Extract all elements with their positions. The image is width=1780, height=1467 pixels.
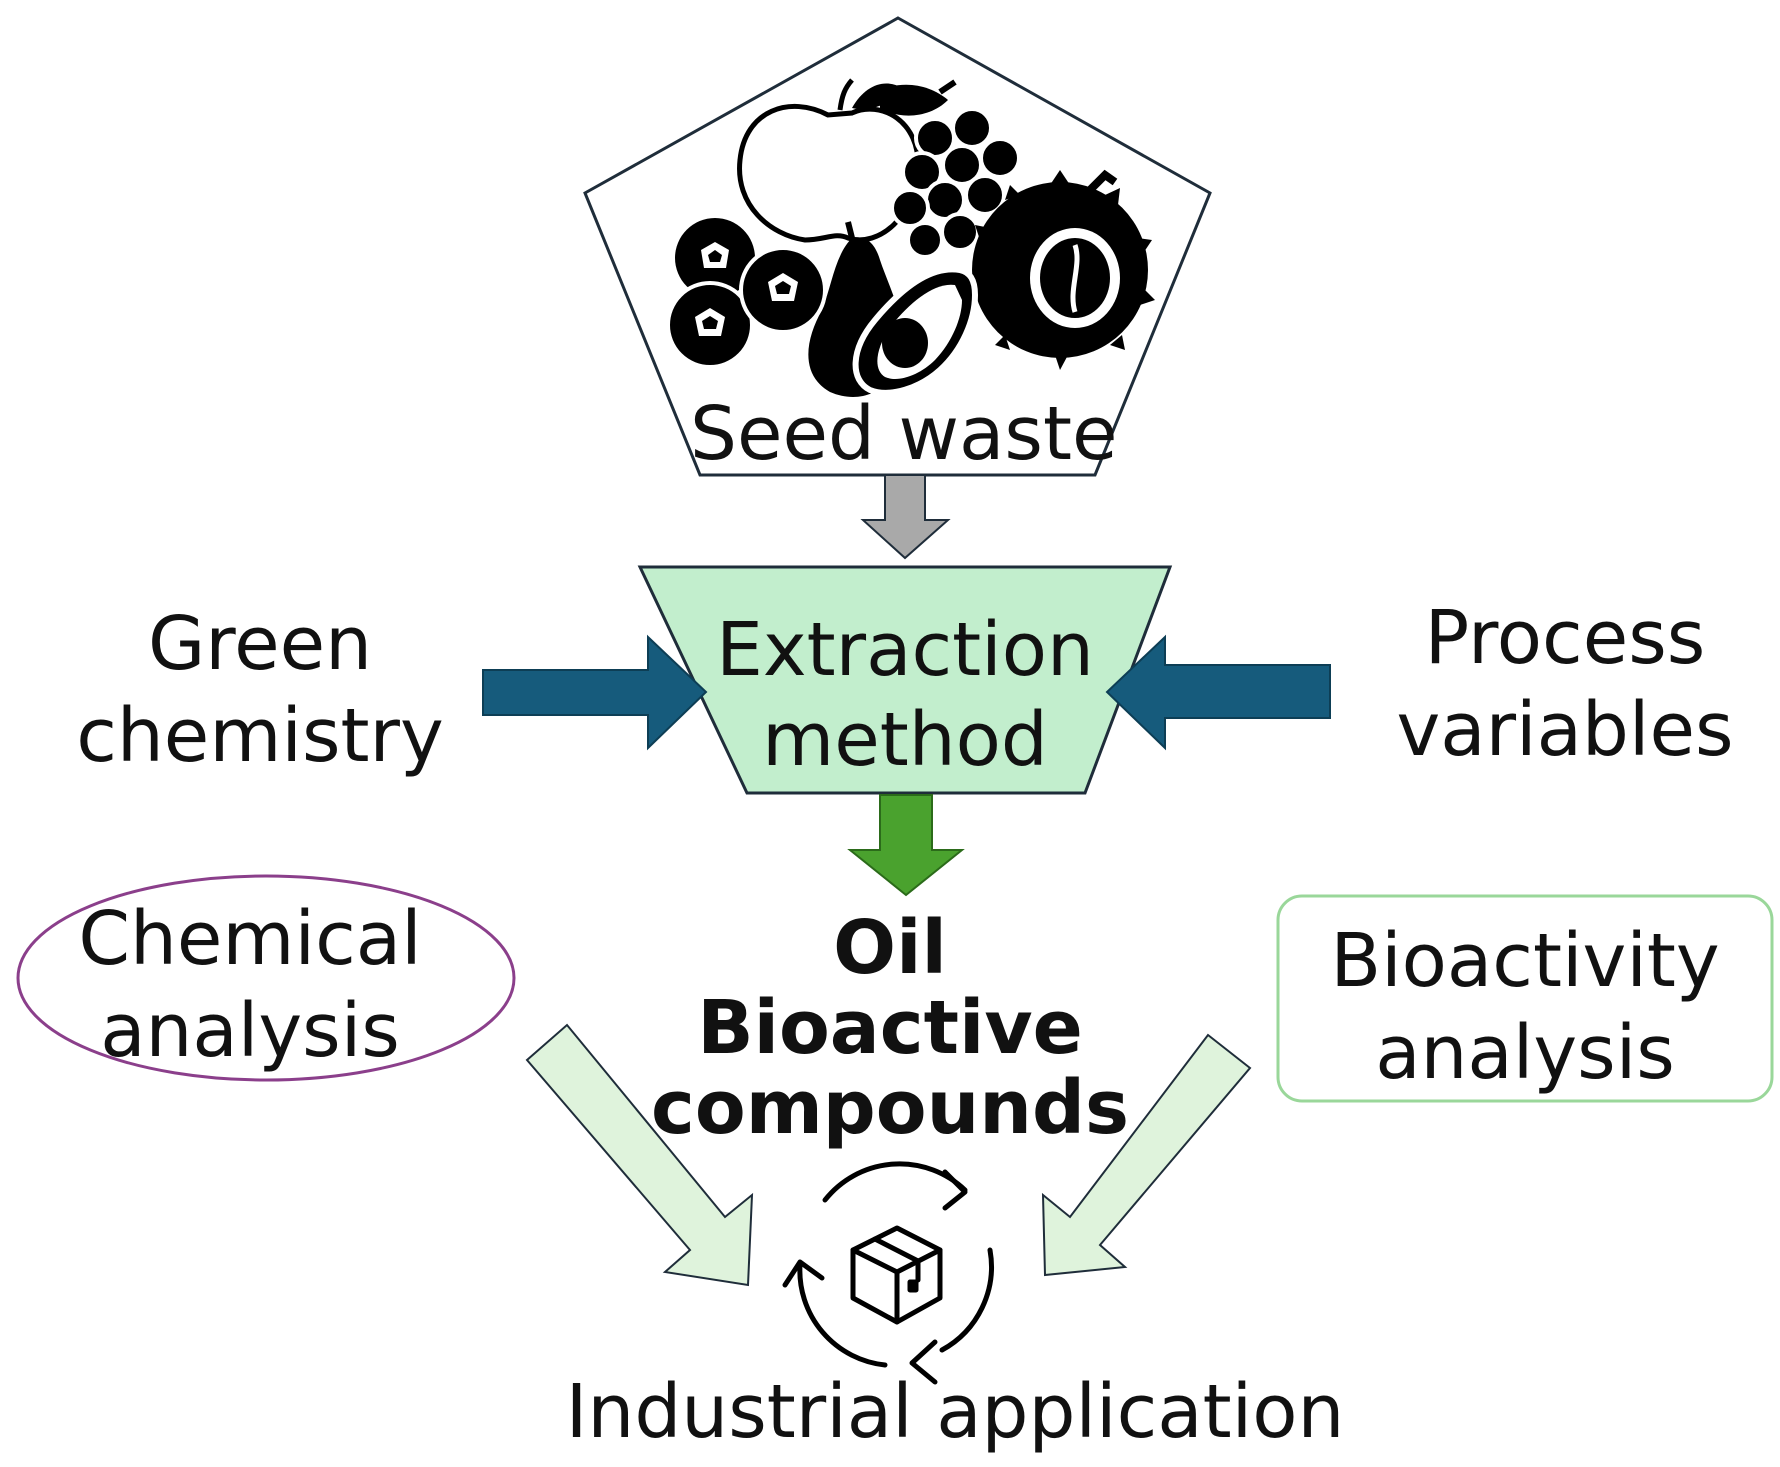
chemical-analysis-label: Chemical analysis — [50, 893, 450, 1077]
seed-waste-label: Seed waste — [690, 391, 1118, 477]
products-compounds: compounds — [650, 1065, 1129, 1151]
extraction-line1: Extraction — [716, 607, 1094, 693]
chemical-line1: Chemical — [78, 896, 422, 982]
green-chemistry-label: Green chemistry — [60, 598, 460, 782]
chemical-analysis-ellipse — [16, 874, 516, 1082]
light-arrow-left — [525, 1023, 754, 1287]
green-arrow — [847, 794, 965, 897]
gray-arrow — [860, 474, 951, 560]
products-bioactive: Bioactive — [697, 985, 1083, 1071]
green-line2: chemistry — [76, 693, 444, 779]
extraction-line2: method — [762, 697, 1048, 783]
blue-arrow-left — [482, 634, 708, 751]
bioactivity-box — [1276, 894, 1774, 1103]
process-variables-label: Process variables — [1355, 592, 1775, 776]
recycle-box-icon — [782, 1161, 994, 1385]
bioactivity-analysis-label: Bioactivity analysis — [1310, 915, 1740, 1099]
bioactivity-line2: analysis — [1375, 1010, 1675, 1096]
fruit-seeds-icon — [666, 78, 1155, 397]
blue-arrow-right — [1105, 634, 1331, 751]
extraction-trapezoid — [637, 565, 1173, 795]
process-line1: Process — [1424, 595, 1706, 681]
green-line1: Green — [147, 601, 373, 687]
products-oil: Oil — [833, 905, 947, 991]
bioactivity-line1: Bioactivity — [1330, 918, 1720, 1004]
products-label: Oil Bioactive compounds — [640, 908, 1140, 1148]
light-arrow-right — [1041, 1033, 1252, 1277]
extraction-method-label: Extraction method — [705, 605, 1105, 785]
chemical-line2: analysis — [100, 988, 400, 1074]
industrial-application-label: Industrial application — [565, 1369, 1345, 1455]
process-line2: variables — [1396, 687, 1734, 773]
